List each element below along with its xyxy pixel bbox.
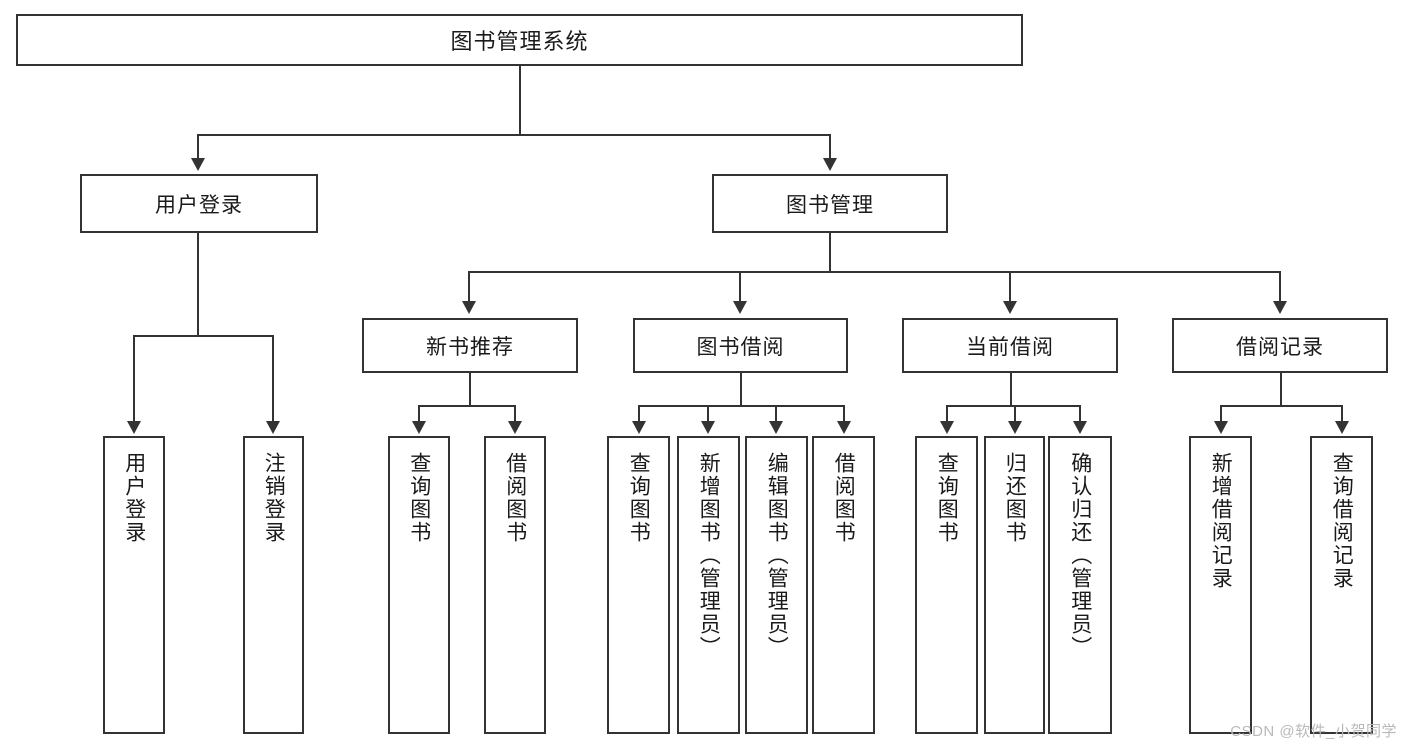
edge-to-book-borrow [739,271,741,303]
node-label: 查询图书 [935,452,959,544]
node-label: 查询图书 [407,452,431,544]
node-label: 查询借阅记录 [1330,452,1354,590]
arrowhead-query-book-3 [940,421,954,434]
edge-new-book-bus [418,405,516,407]
arrowhead-query-record [1335,421,1349,434]
node-book-borrow[interactable]: 图书借阅 [633,318,848,373]
arrowhead-user-login [191,158,205,171]
node-label: 注销登录 [262,452,286,544]
node-label: 图书管理 [786,193,874,217]
node-book-manage[interactable]: 图书管理 [712,174,948,233]
leaf-query-book-2[interactable]: 查询图书 [607,436,670,734]
edge-book-manage-stem [829,233,831,271]
edge-new-book-to-leaf-0 [418,405,420,423]
node-label: 借阅图书 [832,452,856,544]
node-label: 用户登录 [155,193,243,217]
node-label: 确认归还（管理员） [1068,452,1092,659]
node-label: 图书管理系统 [450,29,589,54]
node-label: 新书推荐 [426,335,514,359]
edge-user-login-to-leaf-0 [133,335,135,423]
edge-current-borrow-stem [1010,373,1012,405]
leaf-borrow-book-2[interactable]: 借阅图书 [812,436,875,734]
edge-to-new-book [468,271,470,303]
edge-user-login-bus [133,335,274,337]
edge-borrow-record-stem [1280,373,1282,405]
leaf-add-record[interactable]: 新增借阅记录 [1189,436,1252,734]
edge-to-current-borrow [1009,271,1011,303]
edge-new-book-to-leaf-1 [514,405,516,423]
leaf-logout[interactable]: 注销登录 [243,436,304,734]
arrowhead-query-book-1 [412,421,426,434]
node-label: 新增借阅记录 [1209,452,1233,590]
edge-root-stem [519,66,521,134]
arrowhead-book-manage [823,158,837,171]
edge-new-book-stem [469,373,471,405]
node-new-book-recommend[interactable]: 新书推荐 [362,318,578,373]
edge-borrow-record-to-leaf-0 [1220,405,1222,423]
leaf-query-book-3[interactable]: 查询图书 [915,436,978,734]
arrowhead-return-book [1008,421,1022,434]
arrowhead-book-borrow [733,301,747,314]
leaf-query-book-1[interactable]: 查询图书 [388,436,450,734]
node-user-login[interactable]: 用户登录 [80,174,318,233]
arrowhead-add-book [701,421,715,434]
node-label: 用户登录 [122,452,146,544]
node-label: 归还图书 [1003,452,1027,544]
arrowhead-query-book-2 [632,421,646,434]
arrowhead-confirm-return [1073,421,1087,434]
node-borrow-record[interactable]: 借阅记录 [1172,318,1388,373]
edge-book-borrow-to-leaf-1 [707,405,709,423]
edge-current-borrow-to-leaf-1 [1014,405,1016,423]
leaf-edit-book[interactable]: 编辑图书（管理员） [745,436,808,734]
leaf-query-record[interactable]: 查询借阅记录 [1310,436,1373,734]
arrowhead-borrow-book-2 [837,421,851,434]
leaf-confirm-return[interactable]: 确认归还（管理员） [1048,436,1112,734]
leaf-add-book[interactable]: 新增图书（管理员） [677,436,740,734]
arrowhead-new-book [462,301,476,314]
node-label: 当前借阅 [966,335,1054,359]
edge-book-borrow-bus [638,405,844,407]
edge-book-borrow-to-leaf-0 [638,405,640,423]
leaf-borrow-book-1[interactable]: 借阅图书 [484,436,546,734]
edge-root-to-book-manage [829,134,831,160]
edge-book-borrow-to-leaf-3 [843,405,845,423]
edge-book-manage-bus [468,271,1280,273]
arrowhead-leaf-logout [266,421,280,434]
node-root-system[interactable]: 图书管理系统 [16,14,1023,66]
arrowhead-edit-book [769,421,783,434]
arrowhead-add-record [1214,421,1228,434]
edge-user-login-to-leaf-1 [272,335,274,423]
edge-user-login-stem [197,233,199,335]
node-label: 查询图书 [627,452,651,544]
edge-root-to-user-login [197,134,199,160]
node-label: 图书借阅 [696,335,785,359]
node-label: 编辑图书（管理员） [765,452,789,659]
node-label: 借阅图书 [503,452,527,544]
arrowhead-leaf-user-login [127,421,141,434]
leaf-return-book[interactable]: 归还图书 [984,436,1045,734]
leaf-user-login[interactable]: 用户登录 [103,436,165,734]
arrowhead-borrow-book-1 [508,421,522,434]
edge-book-borrow-to-leaf-2 [775,405,777,423]
edge-current-borrow-to-leaf-2 [1079,405,1081,423]
edge-borrow-record-to-leaf-1 [1341,405,1343,423]
arrowhead-current-borrow [1003,301,1017,314]
edge-root-bus [197,134,831,136]
node-current-borrow[interactable]: 当前借阅 [902,318,1118,373]
edge-current-borrow-to-leaf-0 [946,405,948,423]
edge-current-borrow-bus [946,405,1080,407]
edge-to-borrow-record [1279,271,1281,303]
node-label: 新增图书（管理员） [697,452,721,659]
arrowhead-borrow-record [1273,301,1287,314]
node-label: 借阅记录 [1236,335,1324,359]
edge-book-borrow-stem [740,373,742,405]
edge-borrow-record-bus [1220,405,1342,407]
